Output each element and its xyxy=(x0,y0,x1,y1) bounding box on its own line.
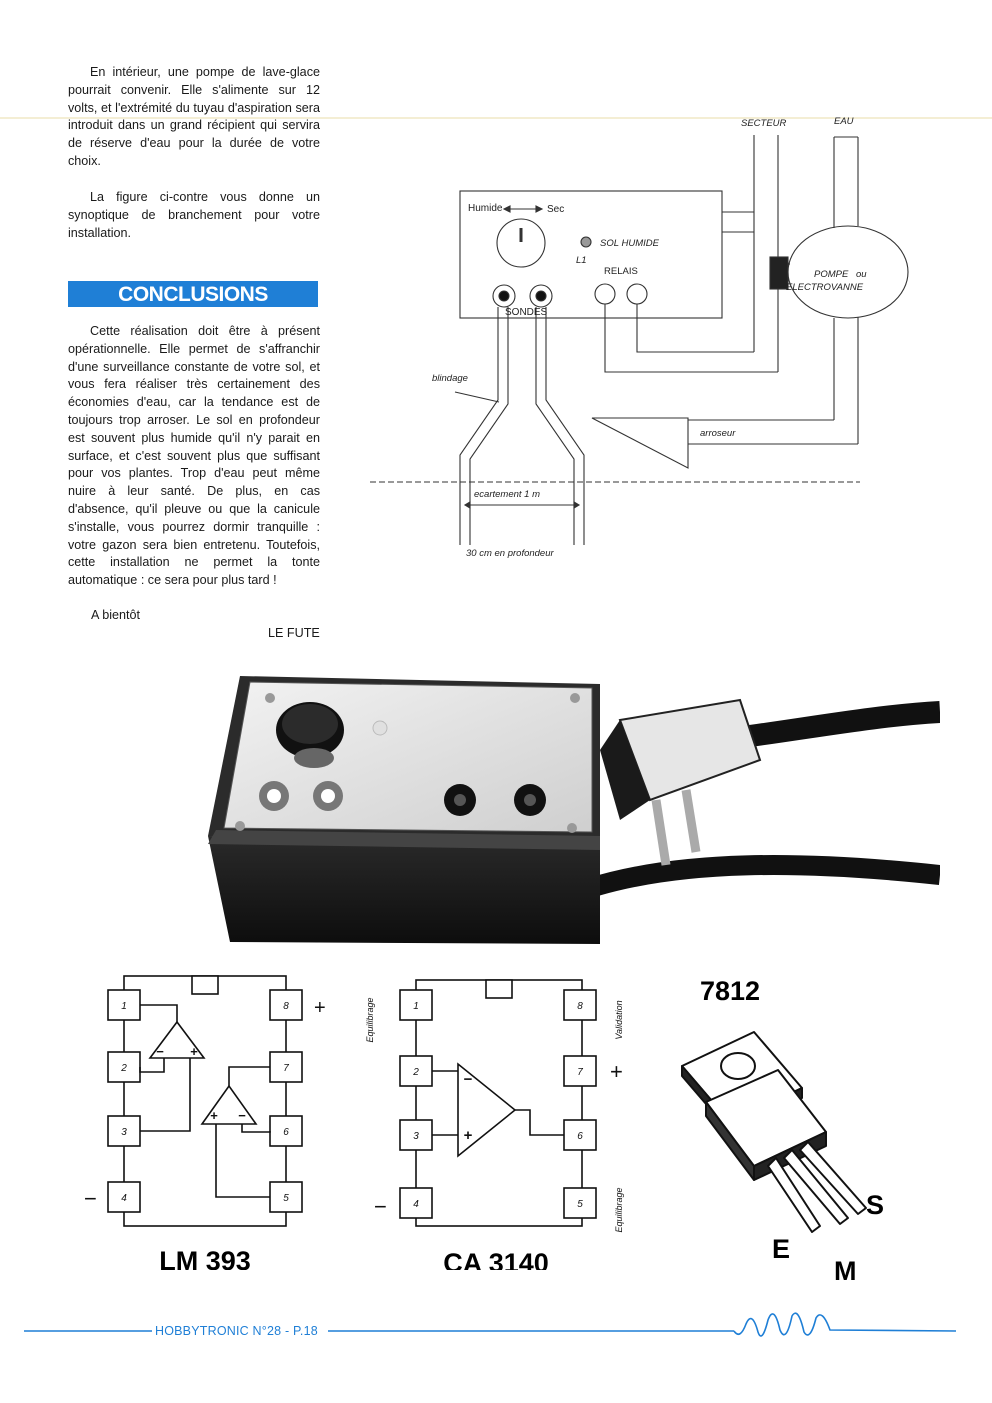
paragraph-1: En intérieur, une pompe de lave-glace po… xyxy=(68,65,320,168)
ca3140-validation: Validation xyxy=(614,1000,624,1039)
label-pompe: POMPE xyxy=(814,269,849,280)
lm393-pin-6: 6 xyxy=(283,1127,289,1138)
ca3140-pin-3: 3 xyxy=(413,1131,419,1142)
closing-text: A bientôt xyxy=(91,608,141,622)
section-heading: CONCLUSIONS xyxy=(68,281,318,307)
label-relais: RELAIS xyxy=(604,266,638,277)
svg-text:+: + xyxy=(464,1127,473,1144)
ca3140-pin-2: 2 xyxy=(412,1067,419,1078)
knob-symbol xyxy=(496,218,546,268)
ca3140-pinout: 1 2 3 4 5 6 7 8 − + Equilibrage Validati… xyxy=(365,979,624,1270)
ca3140-plus: + xyxy=(610,1059,623,1084)
svg-text:+: + xyxy=(210,1108,218,1123)
label-ou: ou xyxy=(856,269,867,280)
led xyxy=(372,720,388,736)
label-secteur: SECTEUR xyxy=(741,118,787,129)
svg-text:−: − xyxy=(156,1044,164,1059)
lm393-title: LM 393 xyxy=(159,1246,251,1270)
label-arroseur: arroseur xyxy=(700,428,736,439)
lm393-pin-4: 4 xyxy=(121,1193,127,1204)
signature: LE FUTE xyxy=(268,626,320,640)
label-electrovanne: ELECTROVANNE xyxy=(786,282,864,293)
lm393-pin-8: 8 xyxy=(283,1001,289,1012)
enclosure xyxy=(208,836,600,944)
plug xyxy=(618,698,762,802)
footer-text: HOBBYTRONIC N°28 - P.18 xyxy=(155,1324,318,1338)
paragraph-figure: La figure ci-contre vous donne un synopt… xyxy=(68,189,320,242)
arroseur-symbol xyxy=(591,417,689,469)
ca3140-equilibrage-left: Equilibrage xyxy=(365,997,375,1042)
label-l1: L1 xyxy=(576,255,587,266)
ca3140-pin-8: 8 xyxy=(577,1001,583,1012)
ca3140-pin-5: 5 xyxy=(577,1199,583,1210)
svg-text:−: − xyxy=(464,1071,473,1088)
lm393-minus: − xyxy=(84,1186,97,1211)
ca3140-title: CA 3140 xyxy=(443,1248,549,1270)
label-eau: EAU xyxy=(834,116,854,127)
lm393-plus: + xyxy=(314,997,326,1019)
svg-text:−: − xyxy=(238,1108,246,1123)
regulator-pin-s: S xyxy=(866,1190,884,1220)
wiring-diagram: SECTEUR EAU Humide Sec SOL HUMIDE L1 REL… xyxy=(0,116,992,559)
paragraph-3: Cette réalisation doit être à présent op… xyxy=(68,324,320,588)
label-sondes: SONDES xyxy=(505,307,548,318)
lm393-pin-5: 5 xyxy=(283,1193,289,1204)
svg-text:+: + xyxy=(190,1044,198,1059)
label-sec: Sec xyxy=(547,204,564,215)
footer-wave xyxy=(733,1312,957,1337)
lm393-pinout: 1 2 3 4 5 6 7 8 − + + − + − LM 393 xyxy=(84,975,326,1270)
ca3140-minus: − xyxy=(374,1194,387,1219)
ca3140-equilibrage-right: Equilibrage xyxy=(614,1187,624,1232)
label-blindage: blindage xyxy=(432,373,468,384)
ca3140-pin-6: 6 xyxy=(577,1131,583,1142)
regulator-title: 7812 xyxy=(700,976,760,1006)
regulator-7812: 7812 E M S xyxy=(681,976,884,1286)
ca3140-pin-7: 7 xyxy=(577,1067,583,1078)
paragraph-conclusion: Cette réalisation doit être à présent op… xyxy=(68,323,320,590)
paragraph-2: La figure ci-contre vous donne un synopt… xyxy=(68,190,320,240)
footer-rule xyxy=(24,1312,957,1337)
regulator-pin-e: E xyxy=(772,1234,790,1264)
led-symbol xyxy=(580,236,592,248)
ca3140-pin-1: 1 xyxy=(413,1001,419,1012)
lm393-outline xyxy=(123,975,287,1227)
controller-box xyxy=(459,190,723,319)
lm393-pin-3: 3 xyxy=(121,1127,127,1138)
lm393-pin-1: 1 xyxy=(121,1001,127,1012)
label-profondeur: 30 cm en profondeur xyxy=(466,548,555,559)
ca3140-pin-4: 4 xyxy=(413,1199,419,1210)
device-photo xyxy=(208,676,940,944)
label-sol-humide: SOL HUMIDE xyxy=(600,238,660,249)
label-humide: Humide xyxy=(468,203,503,214)
paragraph-intro: En intérieur, une pompe de lave-glace po… xyxy=(68,64,320,171)
regulator-pin-m: M xyxy=(834,1256,857,1286)
label-ecartement: ecartement 1 m xyxy=(474,489,540,500)
lm393-pin-2: 2 xyxy=(120,1063,127,1074)
lm393-pin-7: 7 xyxy=(283,1063,289,1074)
